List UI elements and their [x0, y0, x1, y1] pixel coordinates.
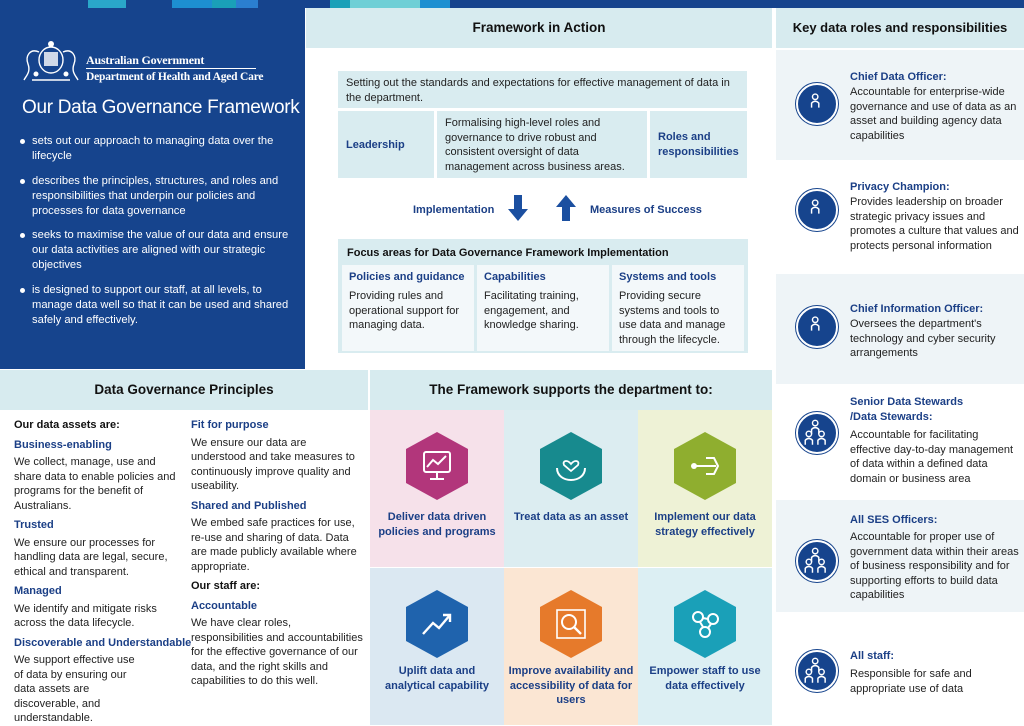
principle-title: Discoverable and Understandable — [14, 636, 192, 649]
tile-label: Empower staff to use data effectively — [649, 665, 761, 692]
role-desc: Accountable for facilitating effective d… — [850, 429, 1014, 485]
person-icon — [796, 83, 838, 125]
staff-heading: Our staff are: — [191, 580, 261, 592]
role-chief-data-officer: Chief Data Officer: Accountable for ente… — [776, 50, 1024, 160]
role-title: Privacy Champion: — [850, 181, 950, 193]
group-icon — [796, 412, 838, 454]
tile-treat-data-asset: Treat data as an asset — [504, 410, 638, 567]
group-icon — [796, 650, 838, 692]
person-icon — [796, 189, 838, 231]
principle-desc: We ensure our data are understood and ta… — [191, 436, 355, 493]
supports-section: Deliver data driven policies and program… — [370, 410, 772, 725]
role-title: All SES Officers: — [850, 514, 938, 526]
focus-policies: Policies and guidance Providing rules an… — [342, 265, 474, 351]
coat-of-arms-logo — [23, 41, 79, 81]
tile-improve-availability: Improve availability and accessibility o… — [504, 568, 638, 725]
leadership-label: Leadership — [338, 111, 434, 178]
focus-areas-title: Focus areas for Data Governance Framewor… — [347, 247, 669, 259]
hands-heart-icon — [540, 432, 602, 500]
tile-label: Treat data as an asset — [513, 511, 629, 523]
assets-heading: Our data assets are: — [14, 419, 120, 431]
tile-implement-strategy: Implement our data strategy effectively — [638, 410, 772, 567]
role-chief-information-officer: Chief Information Officer: Oversees the … — [776, 274, 1024, 384]
role-desc: Oversees the department's technology and… — [850, 318, 996, 359]
government-name: Australian Government — [86, 53, 205, 67]
focus-desc: Facilitating training, engagement, and k… — [484, 290, 579, 331]
bullet-item: is designed to support our staff, at all… — [20, 283, 290, 328]
principle-title: Shared and Published — [191, 499, 307, 512]
roles-section: Chief Data Officer: Accountable for ente… — [776, 48, 1024, 725]
search-icon — [540, 590, 602, 658]
role-desc: Accountable for enterprise-wide governan… — [850, 86, 1017, 142]
tile-deliver-data-driven: Deliver data driven policies and program… — [370, 410, 504, 567]
role-desc: Responsible for safe and appropriate use… — [850, 668, 972, 695]
focus-systems: Systems and tools Providing secure syste… — [612, 265, 744, 351]
tile-label: Deliver data driven policies and program… — [378, 511, 496, 538]
principle-title: Business-enabling — [14, 438, 112, 451]
focus-title: Policies and guidance — [349, 271, 465, 283]
group-icon — [796, 540, 838, 582]
department-name: Department of Health and Aged Care — [86, 71, 264, 83]
framework-in-action-heading: Framework in Action — [306, 8, 772, 48]
principle-title: Trusted — [14, 519, 54, 531]
bullet-item: sets out our approach to managing data o… — [20, 134, 290, 164]
network-icon — [674, 590, 736, 658]
role-ses-officers: All SES Officers: Accountable for proper… — [776, 500, 1024, 612]
focus-areas-box: Focus areas for Data Governance Framewor… — [338, 239, 748, 353]
principle-desc: We have clear roles, responsibilities an… — [191, 617, 363, 687]
tile-empower-staff: Empower staff to use data effectively — [638, 568, 772, 725]
implementation-label: Implementation — [413, 204, 495, 216]
role-data-stewards: Senior Data Stewards /Data Stewards: Acc… — [776, 386, 1024, 498]
supports-heading: The Framework supports the department to… — [370, 370, 772, 410]
principle-title: Managed — [14, 585, 62, 597]
roles-heading: Key data roles and responsibilities — [776, 8, 1024, 48]
focus-title: Capabilities — [484, 271, 546, 283]
intro-panel: Australian Government Department of Heal… — [0, 8, 305, 369]
focus-desc: Providing rules and operational support … — [349, 290, 460, 331]
tile-label: Improve availability and accessibility o… — [508, 665, 634, 706]
trend-up-icon — [406, 590, 468, 658]
bullet-item: describes the principles, structures, an… — [20, 174, 290, 219]
principle-desc: We embed safe practices for use, re-use … — [191, 517, 357, 573]
roles-responsibilities-label: Roles and responsibilities — [650, 111, 747, 178]
arrow-down-icon — [508, 195, 528, 221]
tile-label: Uplift data and analytical capability — [385, 665, 489, 692]
tile-label: Implement our data strategy effectively — [654, 511, 756, 538]
share-icon — [674, 432, 736, 500]
person-icon — [796, 306, 838, 348]
principle-desc: We identify and mitigate risks across th… — [14, 602, 157, 630]
role-desc: Accountable for proper use of government… — [850, 531, 1019, 601]
arrow-up-icon — [556, 195, 576, 221]
chart-monitor-icon — [406, 432, 468, 500]
focus-capabilities: Capabilities Facilitating training, enga… — [477, 265, 609, 351]
focus-desc: Providing secure systems and tools to us… — [619, 290, 726, 346]
top-stripe — [0, 0, 1024, 8]
tile-uplift-capability: Uplift data and analytical capability — [370, 568, 504, 725]
role-privacy-champion: Privacy Champion: Provides leadership on… — [776, 162, 1024, 272]
principle-desc: We support effective use of data by ensu… — [14, 654, 135, 724]
intro-box: Setting out the standards and expectatio… — [338, 71, 747, 108]
role-title: All staff: — [850, 650, 894, 662]
governance-description: Formalising high-level roles and governa… — [437, 111, 647, 178]
principles-section: Our data assets are: Business-enabling W… — [0, 410, 368, 725]
measures-of-success-label: Measures of Success — [590, 204, 702, 216]
focus-title: Systems and tools — [619, 271, 717, 283]
principle-title: Fit for purpose — [191, 419, 269, 431]
role-title: Chief Information Officer: — [850, 303, 984, 315]
principle-title: Accountable — [191, 599, 258, 612]
principle-desc: We collect, manage, use and share data t… — [14, 456, 176, 512]
page-title: Our Data Governance Framework — [22, 97, 300, 118]
role-title: Chief Data Officer: — [850, 71, 947, 83]
role-desc: Provides leadership on broader strategic… — [850, 196, 1019, 252]
principle-desc: We ensure our processes for handling dat… — [14, 536, 168, 578]
principles-heading: Data Governance Principles — [0, 370, 368, 410]
role-all-staff: All staff: Responsible for safe and appr… — [776, 614, 1024, 725]
role-title: Senior Data Stewards /Data Stewards: — [850, 396, 964, 423]
bullet-item: seeks to maximise the value of our data … — [20, 228, 290, 273]
intro-bullets: sets out our approach to managing data o… — [20, 134, 290, 337]
